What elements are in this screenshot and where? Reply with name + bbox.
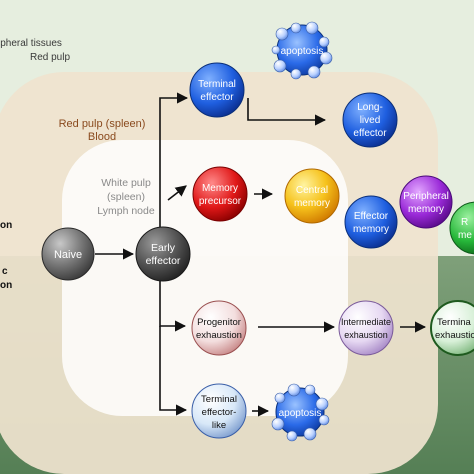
long-lived-label-line1: Long-: [357, 102, 383, 113]
intermediate-label-line1: Intermediate: [341, 317, 391, 327]
red-pulp-label: Red pulp (spleen): [59, 118, 146, 130]
arrow-to-terminal-effector-like: [159, 326, 188, 416]
long-lived-label-line2: lived: [360, 115, 381, 126]
left-side-label-2: c: [2, 266, 8, 277]
peripheral-memory-label-line1: Peripheral: [403, 191, 449, 202]
terminal-effector-like-label-line1: Terminal: [201, 394, 237, 405]
terminal-effector-cell: Terminal effector: [189, 62, 245, 118]
peripheral-memory-cell: Peripheral memory: [399, 175, 453, 229]
white-pulp-label-line1: White pulp: [101, 177, 151, 189]
central-memory-label-line2: memory: [294, 198, 330, 209]
apoptosis-top-label: apoptosis: [281, 46, 324, 57]
left-side-label-1: on: [0, 220, 12, 231]
resident-memory-label-line1: R: [461, 217, 468, 228]
memory-precursor-cell: Memory precursor: [192, 166, 248, 222]
early-effector-cell: Early effector: [135, 226, 191, 282]
arrow-to-long-lived: [247, 98, 327, 126]
early-effector-label-line1: Early: [151, 242, 176, 254]
terminal-effector-like-label-line2: effector-: [202, 407, 237, 418]
central-memory-cell: Central memory: [284, 168, 340, 224]
terminal-effector-like-label-line3: like: [212, 420, 226, 431]
arrow-to-memory-precursor: [167, 185, 187, 201]
peripheral-memory-label-line2: memory: [408, 204, 444, 215]
long-lived-label-line3: effector: [353, 128, 387, 139]
peripheral-label-line2: Red pulp: [30, 52, 70, 63]
intermediate-label-line2: exhaustion: [344, 330, 388, 340]
effector-memory-label-line2: memory: [353, 224, 389, 235]
resident-memory-label-line2: me: [458, 230, 472, 241]
terminal-effector-like-cell: Terminal effector- like: [191, 383, 247, 439]
apoptosis-top: apoptosis: [271, 21, 333, 80]
arrows: [95, 92, 427, 417]
apoptosis-bottom-label: apoptosis: [279, 408, 322, 419]
memory-precursor-label-line1: Memory: [202, 183, 238, 194]
progenitor-label-line2: exhaustion: [196, 330, 242, 341]
naive-label: Naive: [54, 249, 82, 261]
central-memory-label-line1: Central: [296, 185, 328, 196]
long-lived-effector-cell: Long- lived effector: [342, 92, 398, 148]
intermediate-exhaustion-cell: Intermediate exhaustion: [338, 300, 394, 356]
effector-memory-cell: Effector memory: [344, 195, 398, 249]
blood-label: Blood: [88, 131, 116, 143]
arrow-to-terminal-effector: [159, 92, 189, 232]
terminal-exhaustion-label-line2: exhaustio: [435, 330, 474, 341]
white-pulp-region: [62, 140, 348, 416]
terminal-exhaustion-label-line1: Termina: [437, 317, 472, 328]
memory-precursor-label-line2: precursor: [199, 196, 242, 207]
resident-memory-cell: R me: [449, 201, 474, 255]
naive-cell: Naive: [41, 227, 95, 281]
progenitor-label-line1: Progenitor: [197, 317, 241, 328]
early-effector-label-line2: effector: [146, 255, 181, 267]
left-side-label-3: on: [0, 280, 12, 291]
white-pulp-label-line3: Lymph node: [97, 205, 155, 217]
apoptosis-bottom: apoptosis: [271, 383, 330, 442]
white-pulp-label-line2: (spleen): [107, 191, 145, 203]
progenitor-exhaustion-cell: Progenitor exhaustion: [191, 300, 247, 356]
terminal-effector-label-line1: Terminal: [198, 79, 236, 90]
terminal-exhaustion-cell: Termina exhaustio: [430, 300, 474, 356]
terminal-effector-label-line2: effector: [200, 92, 234, 103]
effector-memory-label-line1: Effector: [354, 211, 389, 222]
peripheral-label-line1: ipheral tissues: [0, 38, 62, 49]
